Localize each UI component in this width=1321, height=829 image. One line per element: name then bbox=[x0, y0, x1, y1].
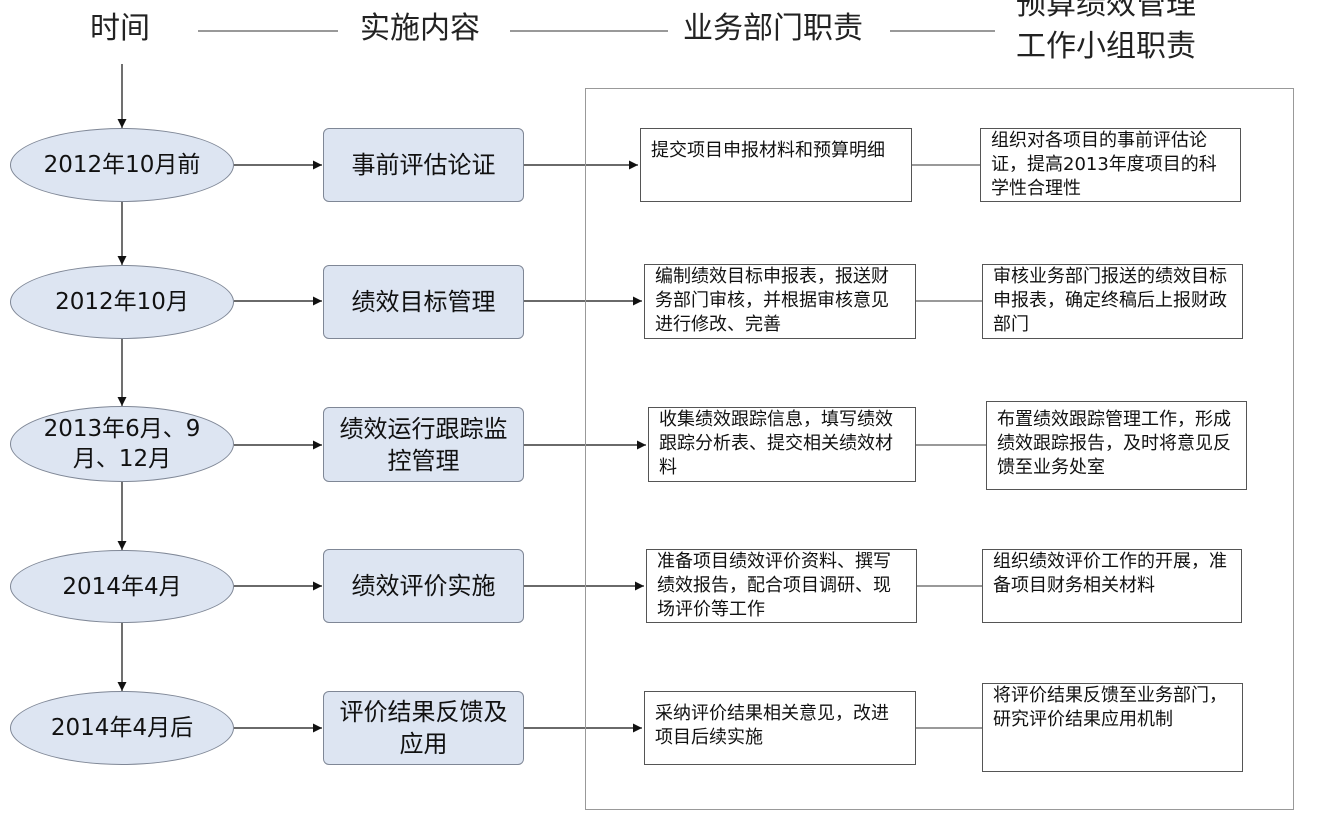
stage-label: 事前评估论证 bbox=[351, 151, 496, 179]
time-node: 2012年10月 bbox=[10, 265, 234, 339]
time-label: 2012年10月前 bbox=[43, 152, 201, 178]
dept-duty-box: 准备项目绩效评价资料、撰写绩效报告，配合项目调研、现场评价等工作 bbox=[646, 549, 917, 623]
header-dept: 业务部门职责 bbox=[683, 11, 863, 46]
time-label: 2013年6月、9月、12月 bbox=[43, 416, 201, 472]
time-node: 2012年10月前 bbox=[10, 128, 234, 202]
stage-label: 绩效运行跟踪监控管理 bbox=[339, 414, 508, 475]
time-node: 2014年4月 bbox=[10, 550, 234, 623]
header-group-line2: 工作小组职责 bbox=[1016, 29, 1196, 64]
time-node: 2014年4月后 bbox=[10, 691, 234, 765]
dept-duty-box: 收集绩效跟踪信息，填写绩效跟踪分析表、提交相关绩效材料 bbox=[648, 407, 916, 482]
time-label: 2014年4月后 bbox=[50, 715, 194, 741]
stage-label: 绩效评价实施 bbox=[351, 572, 496, 600]
time-label: 2012年10月 bbox=[55, 289, 189, 315]
group-duty-box: 审核业务部门报送的绩效目标申报表，确定终稿后上报财政部门 bbox=[982, 264, 1243, 339]
stage-box: 绩效目标管理 bbox=[323, 265, 524, 339]
time-node: 2013年6月、9月、12月 bbox=[10, 406, 234, 482]
stage-label: 评价结果反馈及应用 bbox=[339, 698, 508, 758]
stage-label: 绩效目标管理 bbox=[351, 288, 496, 316]
stage-box: 绩效运行跟踪监控管理 bbox=[323, 407, 524, 482]
dept-duty-box: 提交项目申报材料和预算明细 bbox=[640, 128, 912, 202]
group-duty-box: 组织绩效评价工作的开展，准备项目财务相关材料 bbox=[982, 549, 1242, 623]
header-content: 实施内容 bbox=[360, 11, 480, 46]
stage-box: 绩效评价实施 bbox=[323, 549, 524, 623]
group-duty-box: 组织对各项目的事前评估论证，提高2013年度项目的科学性合理性 bbox=[980, 128, 1241, 202]
header-time: 时间 bbox=[90, 11, 150, 46]
header-group-line1: 预算绩效管理 bbox=[1016, 0, 1196, 22]
dept-duty-box: 采纳评价结果相关意见，改进项目后续实施 bbox=[644, 691, 916, 765]
stage-box: 评价结果反馈及应用 bbox=[323, 691, 524, 765]
time-label: 2014年4月 bbox=[62, 573, 182, 600]
dept-duty-box: 编制绩效目标申报表，报送财务部门审核，并根据审核意见进行修改、完善 bbox=[644, 264, 916, 339]
responsibility-panel bbox=[585, 88, 1294, 810]
group-duty-box: 布置绩效跟踪管理工作，形成绩效跟踪报告，及时将意见反馈至业务处室 bbox=[986, 401, 1247, 490]
stage-box: 事前评估论证 bbox=[323, 128, 524, 202]
group-duty-box: 将评价结果反馈至业务部门，研究评价结果应用机制 bbox=[982, 683, 1243, 772]
